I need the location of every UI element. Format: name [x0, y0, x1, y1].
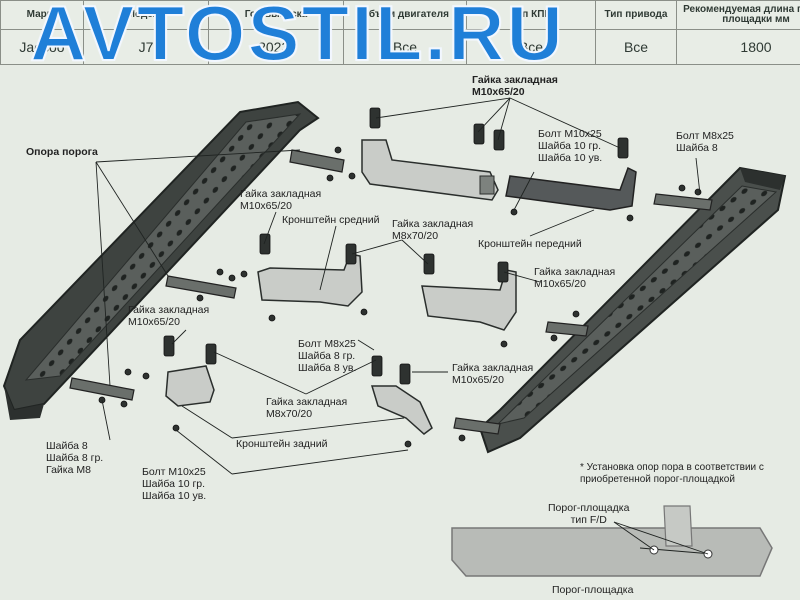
label-bolt-m8-right: Болт М8х25 Шайба 8 [676, 130, 734, 154]
bracket-middle-left [257, 253, 363, 307]
support-bars [69, 149, 713, 435]
label-porog-type: Порог-площадка тип F/D [548, 502, 630, 526]
right-running-board [478, 166, 787, 454]
label-bolt-m8-center: Болт М8х25 Шайба 8 гр. Шайба 8 ув. [298, 338, 357, 374]
label-kronshtein-zadniy: Кронштейн задний [236, 438, 328, 450]
label-gaika-m8-lower: Гайка закладная М8х70/20 [266, 396, 348, 420]
label-gaika-m8-mid: Гайка закладная М8х70/20 [392, 218, 474, 242]
fasteners [98, 107, 702, 448]
label-gaika-left-mid: Гайка закладная М10х65/20 [128, 304, 210, 328]
label-shaiba-left: Шайба 8 Шайба 8 гр. Гайка М8 [46, 440, 104, 476]
bracket-middle-right [421, 269, 517, 331]
value-make: Jaecoo [0, 29, 84, 65]
value-drive: Все [595, 29, 677, 65]
label-porog-bottom: Порог-площадка [552, 584, 634, 596]
label-gaika-right-mid: Гайка закладная М10х65/20 [534, 266, 616, 290]
label-bolt-m10-bottom: Болт М10х25 Шайба 10 гр. Шайба 10 ув. [142, 466, 207, 502]
left-running-board [2, 100, 320, 420]
bracket-top-rear [361, 139, 499, 201]
assembly-diagram [2, 97, 787, 577]
label-gaika-top: Гайка закладная М10х65/20 [472, 74, 558, 98]
value-length: 1800 [676, 29, 800, 65]
bracket-rear [165, 365, 433, 435]
bracket-front [505, 166, 637, 211]
value-engine: Все [343, 29, 467, 65]
watermark-logo: AVTOSTIL.RU [29, 0, 565, 77]
installation-note: * Установка опор пора в соответствии с п… [580, 462, 764, 485]
col-length: Рекомендуемая длина порог-площадки мм [676, 0, 800, 30]
label-gaika-lower-right: Гайка закладная М10х65/20 [452, 362, 534, 386]
spec-header-row: Марка Модель Год выпуска Объём двигателя… [0, 0, 800, 30]
leader-lines [95, 97, 701, 475]
col-gearbox: Тип КПП [466, 0, 596, 30]
col-make: Марка [0, 0, 84, 30]
value-model: J7 [83, 29, 209, 65]
col-drive: Тип привода [595, 0, 677, 30]
label-gaika-left-upper: Гайка закладная М10х65/20 [240, 188, 322, 212]
spec-value-row: Jaecoo J7 2023- Все Все Все 1800 [0, 29, 800, 65]
value-year: 2023- [208, 29, 344, 65]
porog-detail [451, 505, 773, 577]
label-kronshtein-sredniy: Кронштейн средний [282, 214, 380, 226]
label-kronshtein-peredniy: Кронштейн передний [478, 238, 582, 250]
col-year: Год выпуска [208, 0, 344, 30]
spec-table: Марка Модель Год выпуска Объём двигателя… [0, 0, 800, 65]
label-bolt-m10-right: Болт М10х25 Шайба 10 гр. Шайба 10 ув. [538, 128, 603, 164]
label-opora-poroga: Опора порога [26, 146, 98, 158]
